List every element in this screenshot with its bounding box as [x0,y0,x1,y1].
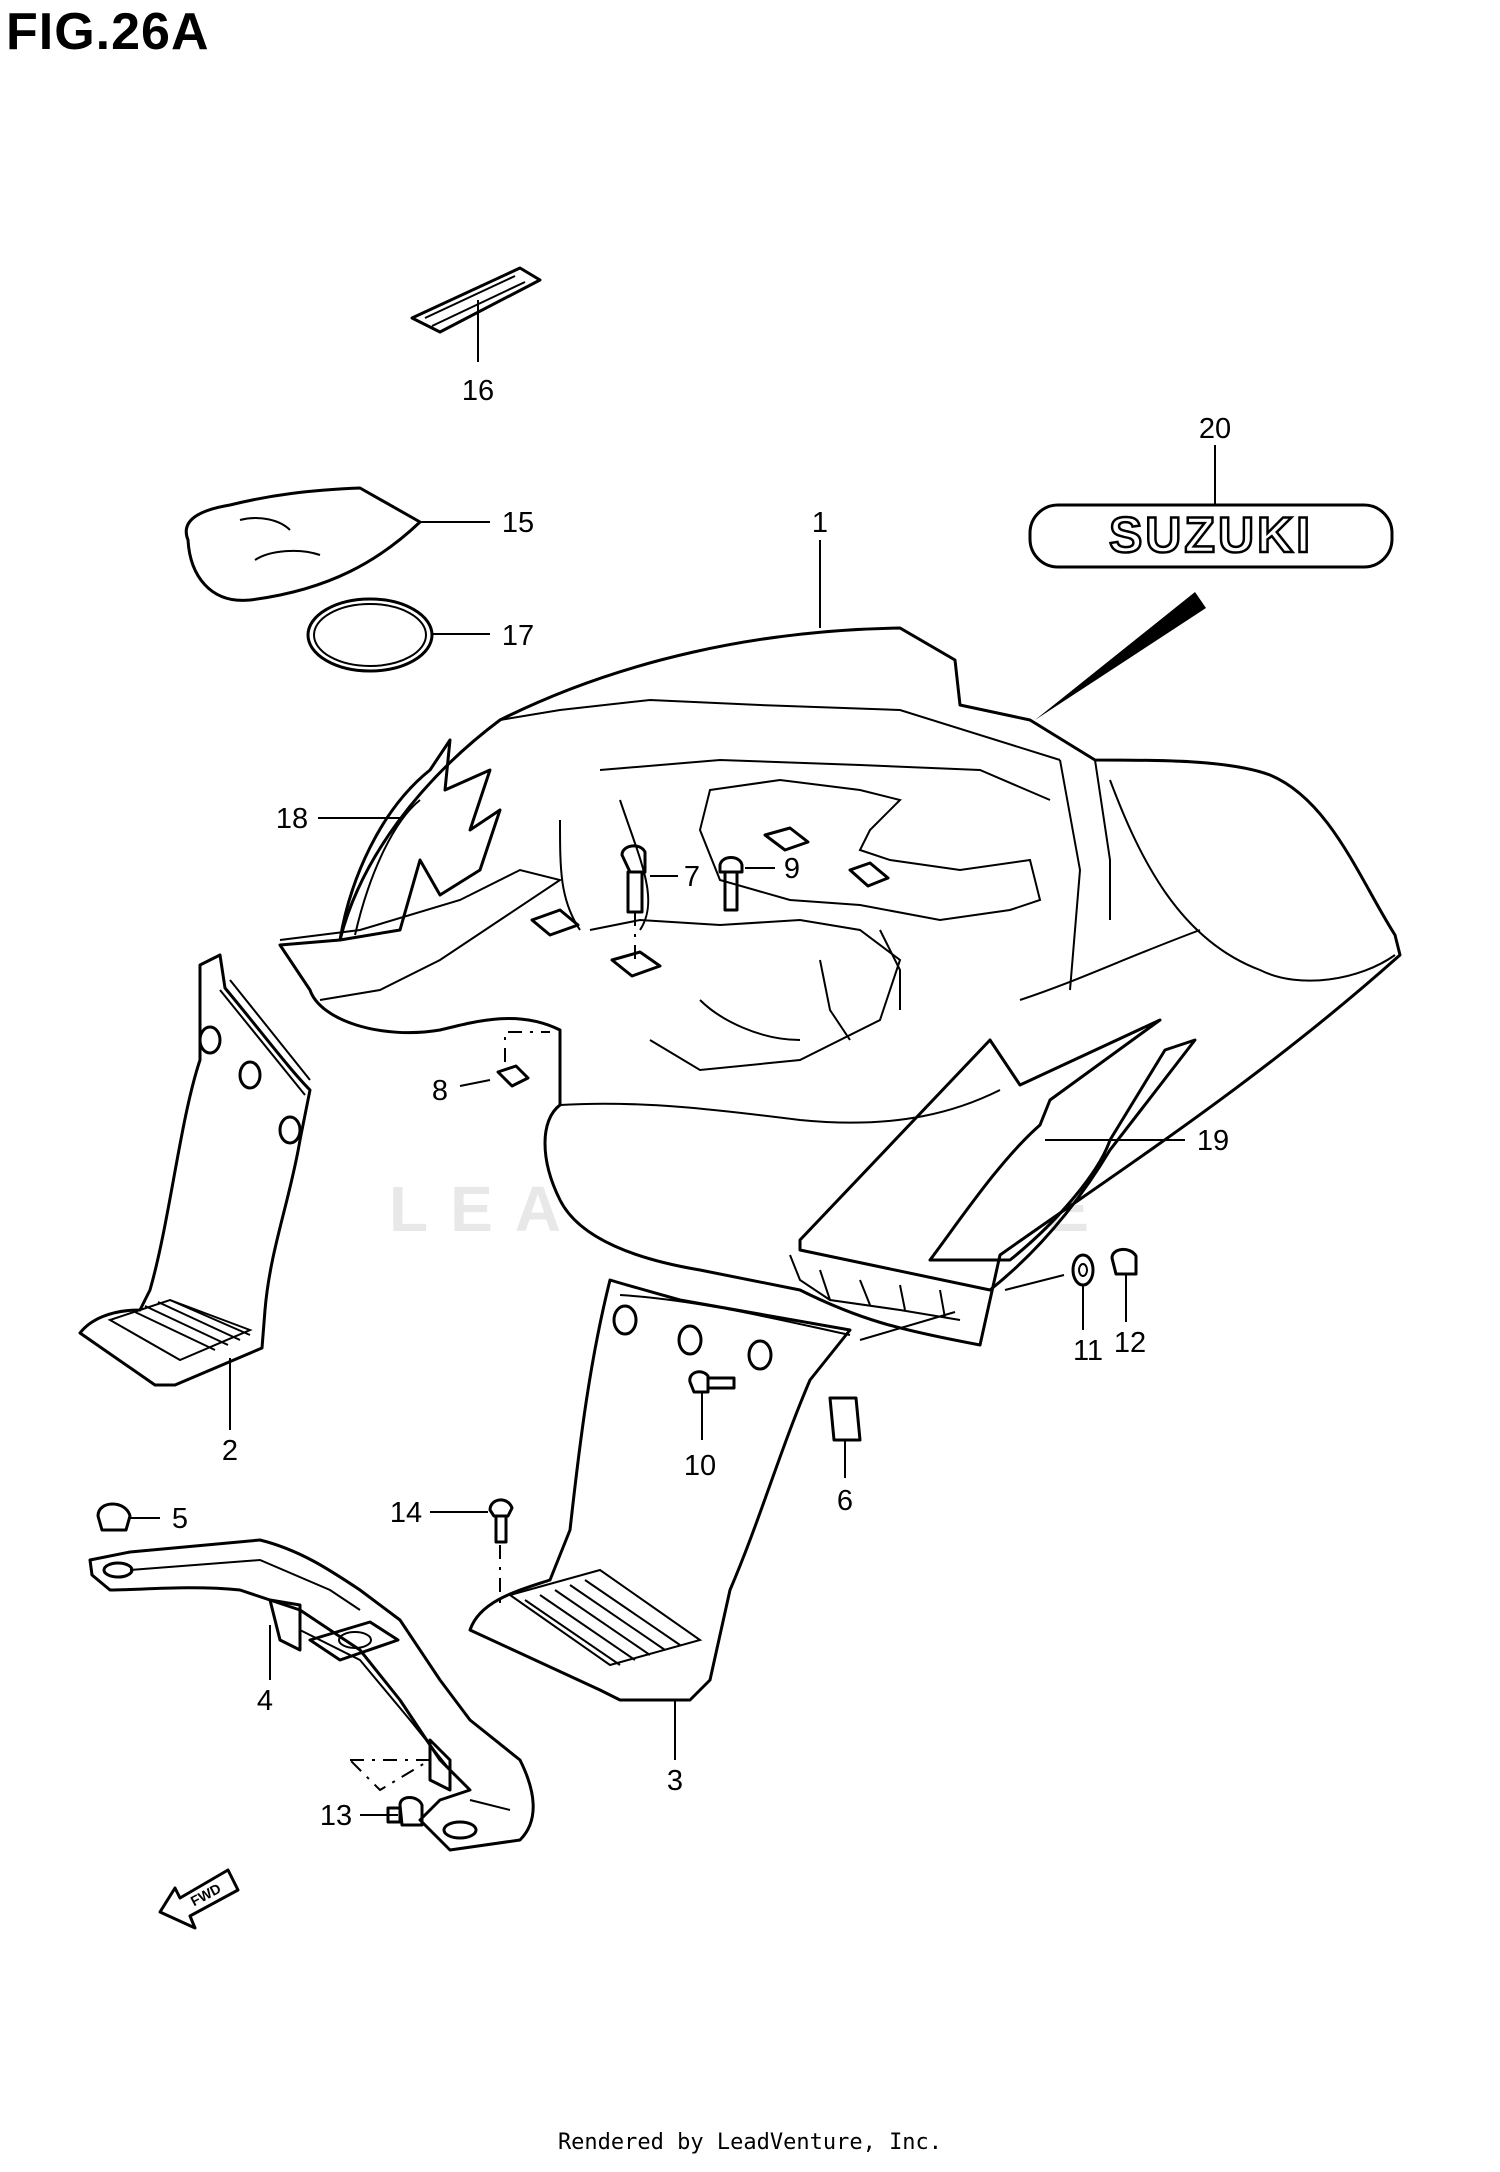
part-19-decal [798,1018,1197,1292]
callout-8: 8 [432,1075,448,1107]
callout-9: 9 [784,853,800,885]
emblem-text: SUZUKI [1109,507,1313,563]
part-15-pouch [184,486,490,602]
callout-17: 17 [502,620,534,652]
callout-19: 19 [1197,1125,1229,1157]
callout-3: 3 [667,1765,683,1797]
part-8-nut [459,1031,550,1088]
part-10-screw [688,1370,736,1440]
callout-13: 13 [320,1800,352,1832]
callout-5: 5 [172,1503,188,1535]
part-6-clip [828,1396,862,1478]
part-9-bolt [718,856,775,912]
part-13-bolt [360,1796,424,1827]
part-16-pad [410,266,542,362]
callout-1: 1 [812,507,828,539]
fwd-arrow-icon: FWD [158,1868,240,1930]
part-18-decal [318,738,502,942]
callout-18: 18 [276,803,308,835]
part-1-rear-fender [278,540,1402,1347]
callout-4: 4 [257,1685,273,1717]
callout-6: 6 [837,1485,853,1517]
fender-rear-lower [789,1254,961,1341]
fender-mount-nuts [530,826,890,978]
part-5-cap [96,1502,160,1532]
callout-7: 7 [684,861,700,893]
part-4-bracket [88,1538,535,1852]
part-20-emblem: SUZUKI [1028,445,1394,720]
part-3-mudguard [468,1278,852,1760]
callout-14: 14 [390,1497,422,1529]
callout-2: 2 [222,1435,238,1467]
part-17-band [306,597,490,673]
figure-title: FIG.26A [6,3,210,61]
callout-11: 11 [1073,1335,1103,1367]
callout-16: 16 [462,375,494,407]
part-2-mudguard [78,953,312,1430]
callout-10: 10 [684,1450,716,1482]
part-14-screw [430,1498,514,1610]
callout-15: 15 [502,507,534,539]
part-11-washer [1071,1253,1095,1330]
callout-12: 12 [1114,1327,1146,1359]
part-12-nut [1004,1248,1138,1322]
callout-20: 20 [1199,413,1231,445]
footer-credit: Rendered by LeadVenture, Inc. [557,2130,943,2155]
